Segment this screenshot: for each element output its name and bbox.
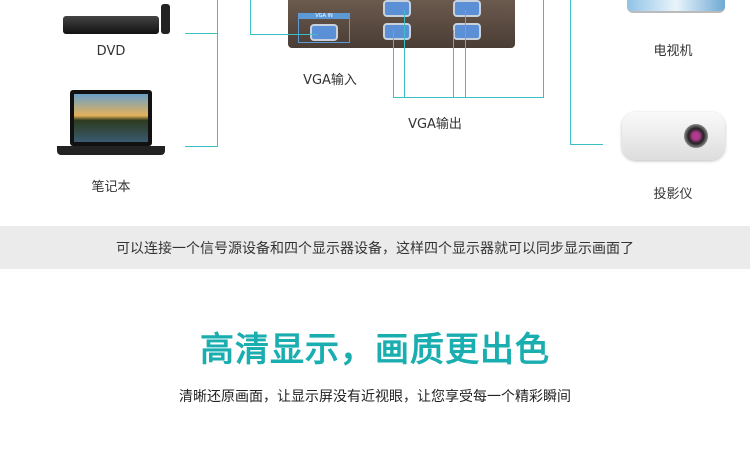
dvd-label: DVD	[96, 44, 126, 59]
connector-line	[570, 144, 603, 145]
vga-out-port	[453, 0, 481, 17]
connector-line	[393, 30, 394, 98]
connector-line	[185, 33, 218, 34]
vga-input-label: VGA输入	[303, 73, 357, 88]
connector-line	[393, 97, 544, 98]
vga-out-port	[453, 23, 481, 40]
vga-out-port	[383, 0, 411, 17]
laptop-image	[70, 90, 152, 146]
dvd-player-image	[63, 16, 159, 34]
vga-in-port	[310, 24, 338, 41]
vga-output-label: VGA输出	[408, 117, 462, 132]
vga-out-port	[383, 23, 411, 40]
connector-line	[404, 10, 405, 98]
vga-in-tag: VGA IN	[298, 13, 350, 19]
connector-line	[543, 0, 544, 98]
subtitle: 清晰还原画面，让显示屏没有近视眼，让您享受每一个精彩瞬间	[179, 389, 571, 405]
connector-line	[217, 0, 218, 147]
headline: 高清显示，画质更出色	[200, 330, 550, 370]
projector-image	[622, 112, 725, 160]
projector-label: 投影仪	[653, 187, 693, 202]
vga-splitter-image: VGA IN	[288, 0, 515, 48]
laptop-label: 笔记本	[91, 180, 131, 195]
connection-description-band: 可以连接一个信号源设备和四个显示器设备，这样四个显示器就可以同步显示画面了	[0, 226, 750, 269]
connector-line	[250, 34, 318, 35]
connector-line	[465, 10, 466, 98]
remote-control-image	[161, 4, 170, 34]
laptop-base	[57, 146, 165, 155]
projector-lens	[684, 124, 708, 148]
tv-image	[627, 0, 725, 13]
connector-line	[250, 0, 251, 35]
tv-label: 电视机	[653, 44, 693, 59]
laptop-screen	[74, 94, 148, 142]
connector-line	[453, 30, 454, 98]
connector-line	[185, 146, 218, 147]
connector-line	[570, 0, 571, 145]
